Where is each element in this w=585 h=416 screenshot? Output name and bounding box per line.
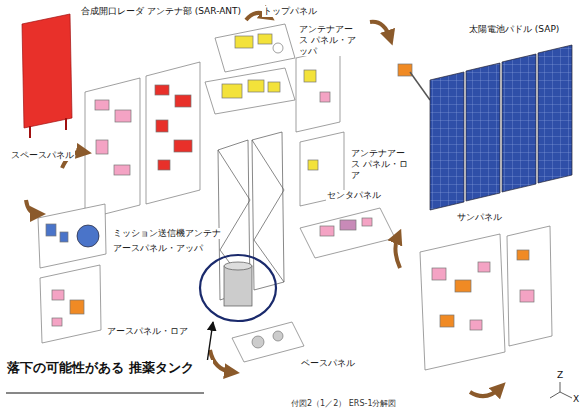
part-label: アースパネル・アッパ <box>112 243 204 254</box>
part-label: センタパネル <box>326 190 382 201</box>
part-label: アンテナアース パネル・ロア <box>350 148 414 180</box>
part-label: 太陽電池パドル (SAP) <box>468 24 560 35</box>
figure-caption: 付図2（1／2） ERS-1分解図 <box>290 399 397 409</box>
part-label: ベースパネル <box>300 358 356 369</box>
callout-text: 落下の可能性がある 推薬タンク <box>6 360 213 376</box>
part-label: アンテナアース パネル・アッパ <box>298 24 362 56</box>
part-label: スペースパネル <box>10 150 75 161</box>
part-label: サンパネル <box>456 212 503 223</box>
part-label: トップパネル <box>262 6 318 17</box>
part-label: アースパネル・ロア <box>106 326 189 337</box>
part-label: 合成開口レーダ アンテナ部 (SAR-ANT) <box>80 6 242 17</box>
axis-label: X <box>572 394 580 405</box>
part-label: ミッション送信機アンテナ <box>112 228 222 239</box>
axis-label: Z <box>556 370 564 381</box>
